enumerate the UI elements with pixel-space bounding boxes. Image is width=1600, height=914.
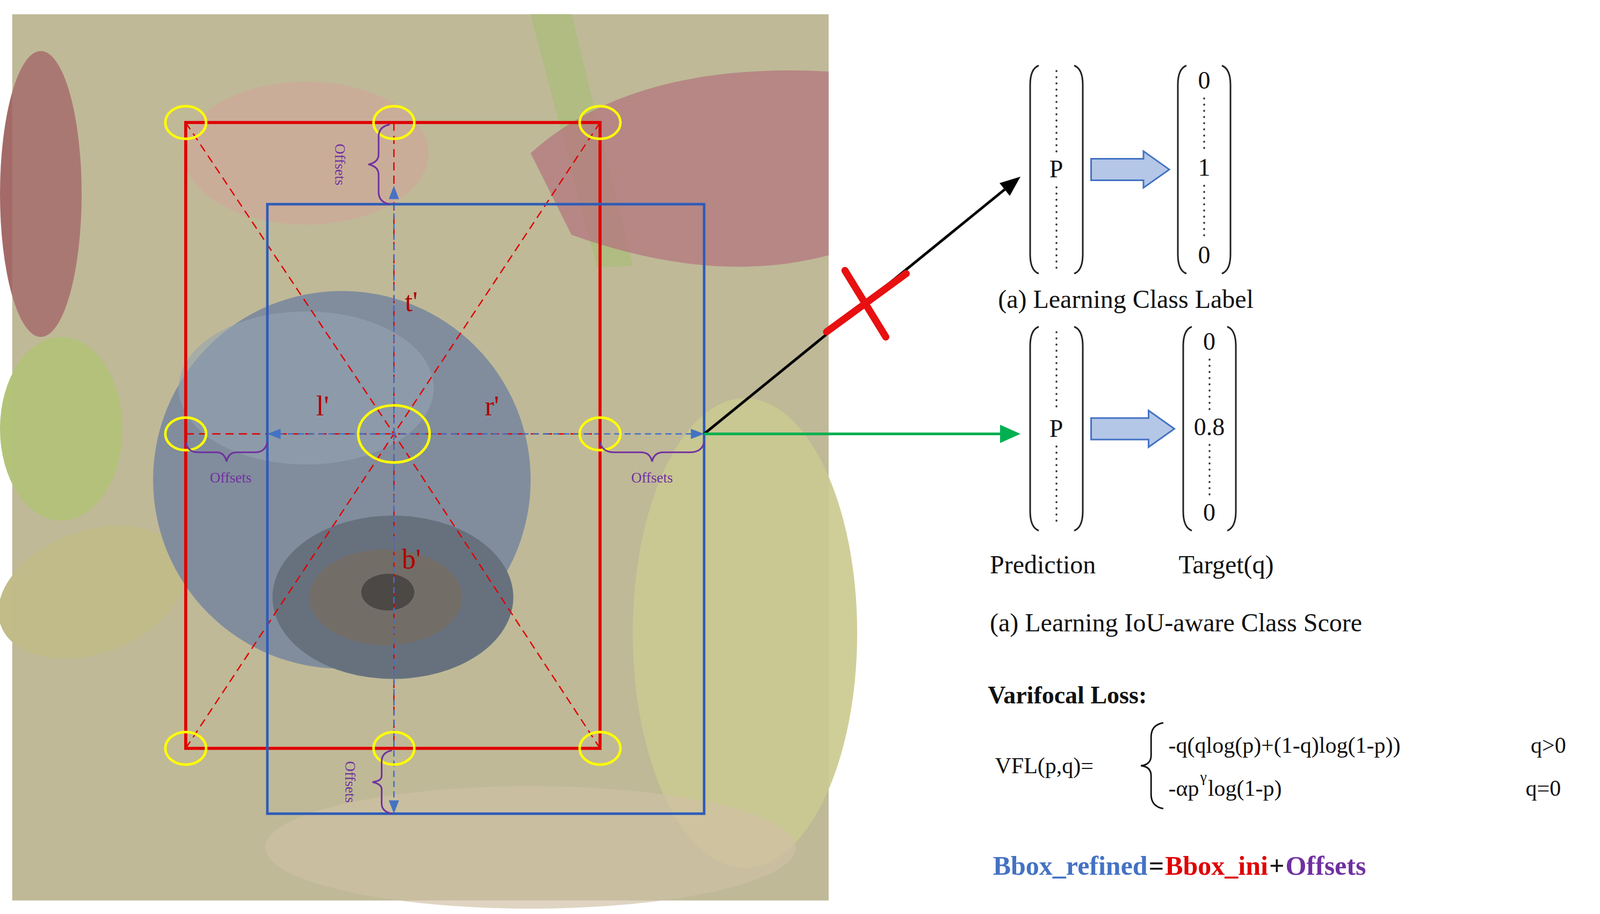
sample-point: [165, 731, 207, 765]
pointer-arrow: [704, 189, 1005, 434]
sample-point: [358, 404, 430, 462]
left-bracket: [1177, 65, 1187, 274]
illustration-group: [0, 14, 1164, 909]
equation-term: Bbox_ini: [1164, 851, 1269, 880]
ellipsis-dots: [1203, 185, 1206, 238]
axis-caption: Target(q): [1178, 551, 1274, 578]
vector-bracket: 0 1 0: [1173, 63, 1235, 276]
ellipsis-dots: [1203, 98, 1206, 151]
diagonal-line: [393, 122, 600, 434]
photo-ground: [12, 14, 829, 901]
initial-bbox: [185, 122, 600, 749]
brace: [368, 124, 390, 205]
ellipsis-dots: [1208, 444, 1211, 495]
dimension-label: l': [315, 391, 329, 422]
ellipsis-dots: [1055, 70, 1058, 152]
right-bracket: [1221, 65, 1231, 274]
cross-mark: [826, 270, 907, 338]
dashed-guides: [185, 122, 600, 749]
arrowhead: [1000, 424, 1021, 443]
arrowhead: [388, 800, 400, 814]
ellipsis-dots: [1055, 446, 1058, 526]
distance-line: [393, 433, 395, 802]
right-bracket: [1074, 65, 1083, 274]
sample-point: [579, 106, 621, 140]
sample-points: [165, 106, 621, 765]
formula-heading: Varifocal Loss:: [987, 682, 1147, 708]
vector-entry: 0: [1203, 329, 1216, 354]
brace: [599, 442, 705, 462]
distance-arrows: [277, 197, 694, 802]
vector-entry: 0: [1198, 68, 1211, 93]
vector-bracket: P: [1025, 324, 1088, 533]
caption-text: (a) Learning IoU-aware Class Score: [989, 609, 1363, 636]
arrowhead: [267, 428, 281, 439]
sample-point: [579, 731, 621, 765]
formula-text: log(1-p): [1207, 776, 1283, 800]
ellipsis-dots: [1055, 186, 1058, 269]
distance-line: [393, 197, 395, 434]
right-bracket: [1227, 326, 1236, 531]
refined-bbox: [267, 204, 705, 814]
diagonal-line: [393, 433, 600, 749]
formula-text: VFL(p,q)=: [995, 753, 1095, 778]
offset-label: Offsets: [631, 469, 673, 485]
sample-point: [165, 417, 207, 451]
arrowhead: [690, 428, 705, 439]
dimension-label: t': [404, 287, 418, 317]
distance-line: [277, 432, 694, 435]
axis-caption: Prediction: [989, 551, 1096, 578]
vector-entry: 0: [1198, 242, 1211, 268]
left-bracket: [1030, 65, 1039, 274]
diagonal-line: [185, 433, 395, 749]
cross-stroke: [844, 270, 886, 338]
vector-bracket: P: [1025, 63, 1088, 276]
photo-haze: [12, 14, 829, 901]
dimension-label: r': [484, 391, 499, 422]
ellipsis-dots: [1055, 331, 1058, 411]
equation-operator: +: [1269, 851, 1285, 880]
formula-brace: [1140, 722, 1164, 809]
vector-bracket: 00.80: [1178, 324, 1241, 533]
left-bracket: [1183, 326, 1192, 531]
offset-braces: [185, 124, 705, 814]
right-bracket: [1074, 326, 1083, 531]
dimension-label: b': [401, 544, 421, 575]
formula-condition: q>0: [1530, 733, 1567, 757]
vector-entry: 0: [1203, 500, 1216, 525]
offset-label: Offsets: [332, 143, 348, 186]
formula-exponent: γ: [1200, 768, 1207, 785]
brace: [372, 750, 393, 814]
block-arrow: [1091, 150, 1170, 188]
formula-condition: q=0: [1525, 776, 1562, 800]
sample-point: [579, 417, 621, 451]
sample-point: [165, 106, 207, 140]
block-arrow: [1091, 410, 1175, 447]
brace: [185, 442, 268, 462]
caption-text: (a) Learning Class Label: [997, 285, 1254, 313]
equation-operator: =: [1148, 851, 1165, 880]
offset-label: Offsets: [342, 761, 358, 803]
sample-point: [373, 731, 415, 765]
arrowhead: [388, 185, 400, 200]
vector-entry: 1: [1198, 155, 1211, 180]
vector-entry: P: [1049, 416, 1064, 441]
offset-label: Offsets: [210, 469, 252, 485]
vector-entry: P: [1049, 156, 1064, 182]
equation-term: Bbox_refined: [993, 851, 1148, 880]
vector-entry: 0.8: [1193, 414, 1226, 440]
diagonal-line: [185, 122, 395, 434]
formula-text: -αp: [1168, 776, 1200, 800]
formula-text: -q(qlog(p)+(1-q)log(1-p)): [1168, 733, 1401, 757]
equation-term: Offsets: [1285, 851, 1366, 880]
left-bracket: [1030, 326, 1039, 531]
ellipsis-dots: [1208, 359, 1211, 410]
arrowhead: [999, 176, 1021, 197]
arrowheads: [267, 185, 705, 814]
pointer-arrow: [704, 432, 1003, 436]
